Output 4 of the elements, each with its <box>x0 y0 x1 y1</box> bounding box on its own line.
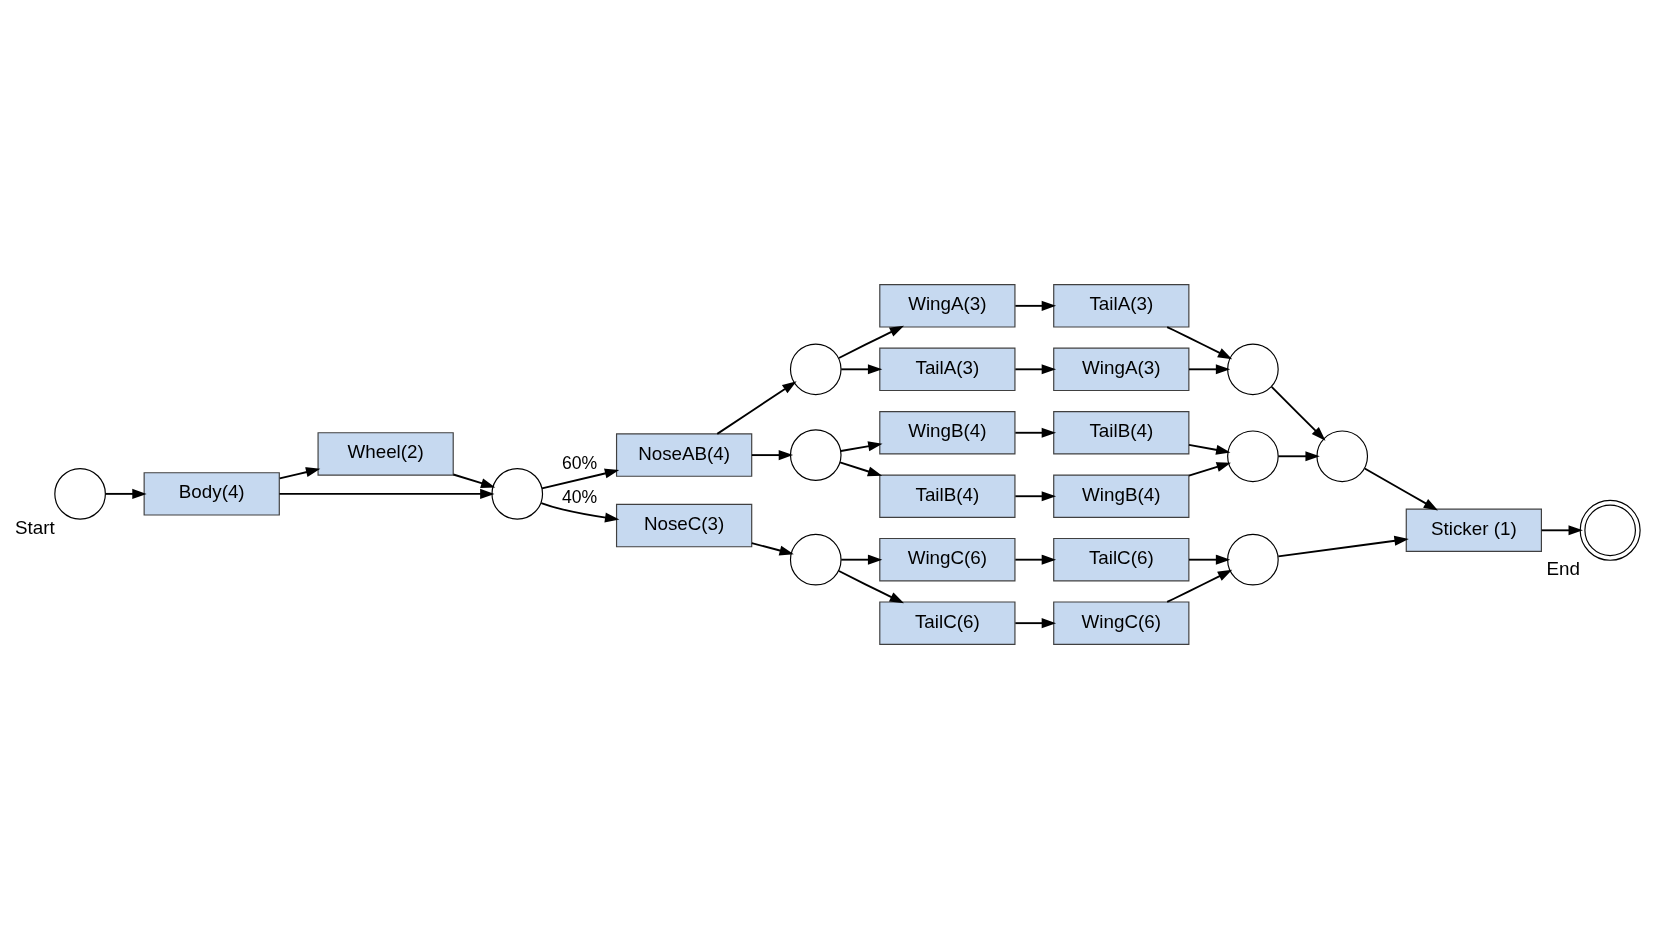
node-label: Start <box>15 516 55 538</box>
edge-label: 60% <box>561 452 598 473</box>
edge-label: 40% <box>561 486 598 507</box>
node-label: End <box>1546 557 1580 579</box>
